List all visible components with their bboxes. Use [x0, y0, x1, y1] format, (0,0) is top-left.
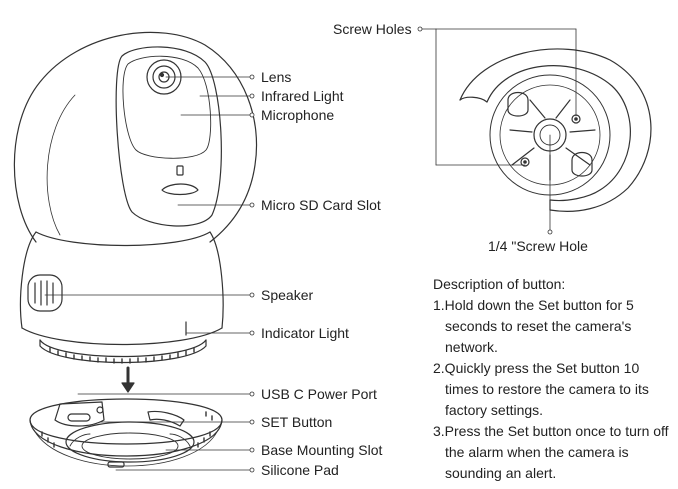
- label-quarter-inch-screw-hole: 1/4 "Screw Hole: [488, 238, 588, 254]
- camera-base-body: [19, 231, 224, 364]
- leader-lines: [44, 28, 577, 471]
- bottom-base: [29, 398, 223, 468]
- base-vent-holes: [49, 347, 195, 364]
- label-set-button: SET Button: [261, 414, 333, 430]
- label-infrared-light: Infrared Light: [261, 88, 344, 104]
- description-title: Description of button:: [433, 276, 566, 292]
- assembly-arrow-icon: [121, 366, 135, 393]
- description-item-3: 3.Press the Set button once to turn off …: [433, 423, 669, 481]
- leader-endpoints: [249, 26, 553, 473]
- base-mounting-slot-icon: [69, 410, 191, 447]
- set-button-icon: [96, 406, 104, 414]
- description-item-1: 1.Hold down the Set button for 5 seconds…: [433, 297, 634, 355]
- label-lens: Lens: [261, 69, 292, 85]
- description-item-2: 2.Quickly press the Set button 10 times …: [433, 360, 649, 418]
- label-micro-sd-card-slot: Micro SD Card Slot: [261, 197, 381, 213]
- label-silicone-pad: Silicone Pad: [261, 462, 339, 478]
- label-screw-holes: Screw Holes: [333, 21, 412, 37]
- micro-sd-slot-icon: [161, 165, 199, 196]
- camera-face-panel: [115, 46, 222, 227]
- label-microphone: Microphone: [261, 107, 335, 123]
- speaker-grille-icon: [27, 274, 63, 312]
- label-base-mounting-slot: Base Mounting Slot: [261, 442, 383, 458]
- mounting-bracket: [459, 48, 652, 212]
- usb-c-port-icon: [54, 401, 105, 427]
- button-description: Description of button: 1.Hold down the S…: [433, 274, 673, 484]
- label-indicator-light: Indicator Light: [261, 325, 349, 341]
- label-speaker: Speaker: [261, 287, 314, 303]
- label-usb-c-power-port: USB C Power Port: [261, 386, 377, 402]
- silicone-pad-icon: [107, 461, 125, 468]
- bottom-base-vent-holes: [41, 411, 213, 448]
- camera-head: [13, 31, 258, 243]
